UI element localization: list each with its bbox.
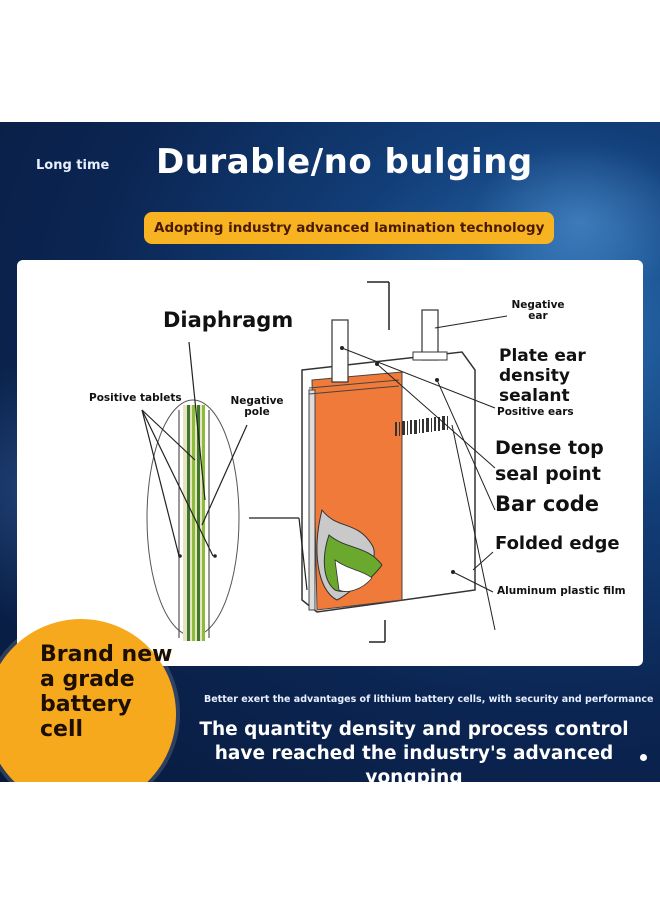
footer-big-text: The quantity density and process control… <box>199 719 629 782</box>
leader-line <box>141 409 196 461</box>
battery-diagram <box>141 281 508 643</box>
label-dense-top-seal: Dense top seal point <box>495 437 604 485</box>
label-diaphragm: Diaphragm <box>163 308 294 332</box>
hero-banner: Long time Durable/no bulging Adopting in… <box>0 122 660 782</box>
label-folded-edge: Folded edge <box>495 533 620 554</box>
label-aluminum-film: Aluminum plastic film <box>497 585 626 597</box>
leader-line <box>341 347 496 409</box>
leader-line <box>201 424 248 526</box>
label-positive-tablets: Positive tablets <box>89 392 182 404</box>
tag-long-time: Long time <box>36 158 110 173</box>
footer-small-text: Better exert the advantages of lithium b… <box>204 694 654 705</box>
label-negative-pole: Negative pole <box>230 395 284 418</box>
label-positive-ears: Positive ears <box>497 406 574 418</box>
quality-badge <box>0 619 176 782</box>
leader-line <box>141 409 214 557</box>
badge-text: Brand new a grade battery cell <box>40 642 173 742</box>
label-plate-ear-sealant: Plate ear density sealant <box>499 346 586 406</box>
leader-line <box>434 315 508 329</box>
leader-line <box>451 424 496 631</box>
leader-line <box>188 341 206 501</box>
label-negative-ear: Negative ear <box>511 299 565 322</box>
leader-line <box>452 571 494 593</box>
cross-section-zoom <box>146 399 240 641</box>
label-bar-code: Bar code <box>495 492 599 516</box>
leader-line <box>376 363 496 469</box>
leader-line <box>472 551 494 571</box>
diagram-panel: Diaphragm Positive tablets Negative pole… <box>17 260 643 666</box>
leader-line <box>141 409 180 557</box>
decorative-dot <box>640 754 647 761</box>
positive-tab <box>331 319 349 383</box>
battery-cell <box>301 309 476 613</box>
subtitle-pill: Adopting industry advanced lamination te… <box>144 212 555 244</box>
page-title: Durable/no bulging <box>156 142 533 182</box>
leader-line <box>436 379 496 511</box>
